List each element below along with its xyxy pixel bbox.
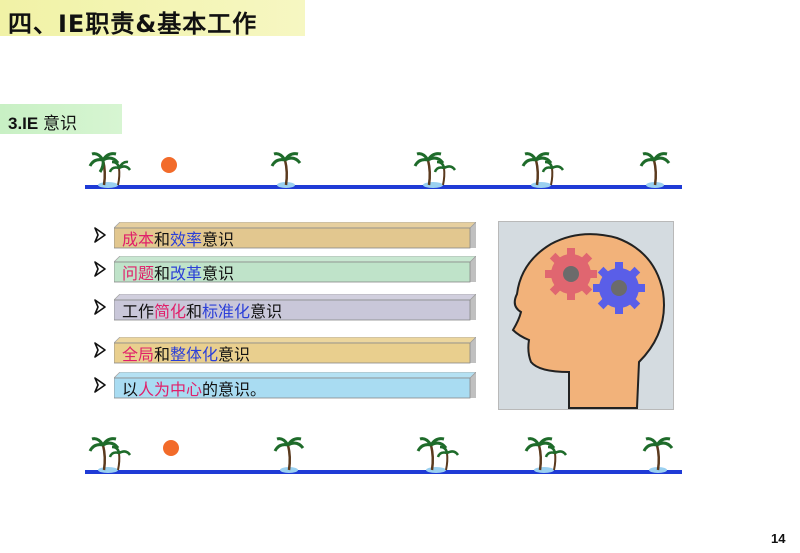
head-with-gears-icon (511, 233, 665, 409)
item-text-segment: 和 (154, 345, 171, 364)
gear-icon (593, 262, 645, 314)
item-text-segment: 意识 (202, 230, 235, 249)
item-text-segment: 全局 (122, 345, 155, 364)
item-text-segment: 改革 (170, 264, 203, 283)
sun-icon (161, 157, 177, 173)
arrow-bullet-icon (94, 377, 106, 393)
item-text-segment: 整体化 (170, 345, 219, 364)
item-text-segment: 标准化 (202, 302, 251, 321)
item-text-segment: 问题 (122, 264, 155, 283)
item-text-segment: 人为中心 (138, 380, 203, 399)
section-number: 3.IE (8, 114, 39, 133)
item-text-segment: 工作 (122, 302, 155, 321)
item-text: 问题和改革意识 (122, 260, 234, 284)
item-text-segment: 意识 (250, 302, 283, 321)
item-text: 工作简化和标准化意识 (122, 298, 282, 322)
item-bar: 工作简化和标准化意识 (114, 294, 476, 322)
item-bar: 问题和改革意识 (114, 256, 476, 284)
item-text-segment: 的意识。 (202, 380, 267, 399)
page-title: 四、IE职责&基本工作 (8, 10, 258, 38)
item-text: 以人为中心的意识。 (122, 376, 266, 400)
palm-tree-icon (416, 437, 460, 473)
palm-tree-icon (521, 152, 565, 188)
item-text-segment: 意识 (218, 345, 251, 364)
item-text-segment: 意识 (202, 264, 235, 283)
palm-tree-icon (88, 152, 132, 188)
section-heading-text: 意识 (42, 114, 77, 134)
item-text: 全局和整体化意识 (122, 341, 250, 365)
palm-tree-icon (413, 152, 457, 188)
palm-tree-icon (273, 437, 305, 473)
arrow-bullet-icon (94, 342, 106, 358)
item-text: 成本和效率意识 (122, 226, 234, 250)
item-text-segment: 效率 (170, 230, 203, 249)
item-text-segment: 和 (154, 264, 171, 283)
item-text-segment: 和 (186, 302, 203, 321)
section-heading-box: 3.IE 意识 (0, 104, 122, 134)
item-text-segment: 和 (154, 230, 171, 249)
item-text-segment: 以 (122, 380, 139, 399)
item-text-segment: 简化 (154, 302, 187, 321)
item-bar: 全局和整体化意识 (114, 337, 476, 365)
arrow-bullet-icon (94, 227, 106, 243)
title-bar: 四、IE职责&基本工作 (0, 0, 305, 38)
palm-tree-icon (88, 437, 132, 473)
gear-icon (545, 248, 597, 300)
palm-tree-icon (642, 437, 674, 473)
arrow-bullet-icon (94, 299, 106, 315)
water-line (85, 470, 682, 474)
water-line (85, 185, 682, 189)
item-text-segment: 成本 (122, 230, 155, 249)
palm-tree-icon (270, 152, 302, 188)
top-beach-strip (85, 150, 682, 200)
head-illustration (498, 221, 674, 410)
section-heading: 3.IE 意识 (8, 109, 77, 134)
arrow-bullet-icon (94, 261, 106, 277)
palm-tree-icon (639, 152, 671, 188)
bottom-beach-strip (85, 432, 682, 482)
item-bar: 以人为中心的意识。 (114, 372, 476, 400)
sun-icon (163, 440, 179, 456)
page-number: 14 (771, 531, 786, 546)
palm-tree-icon (524, 437, 568, 473)
item-bar: 成本和效率意识 (114, 222, 476, 250)
